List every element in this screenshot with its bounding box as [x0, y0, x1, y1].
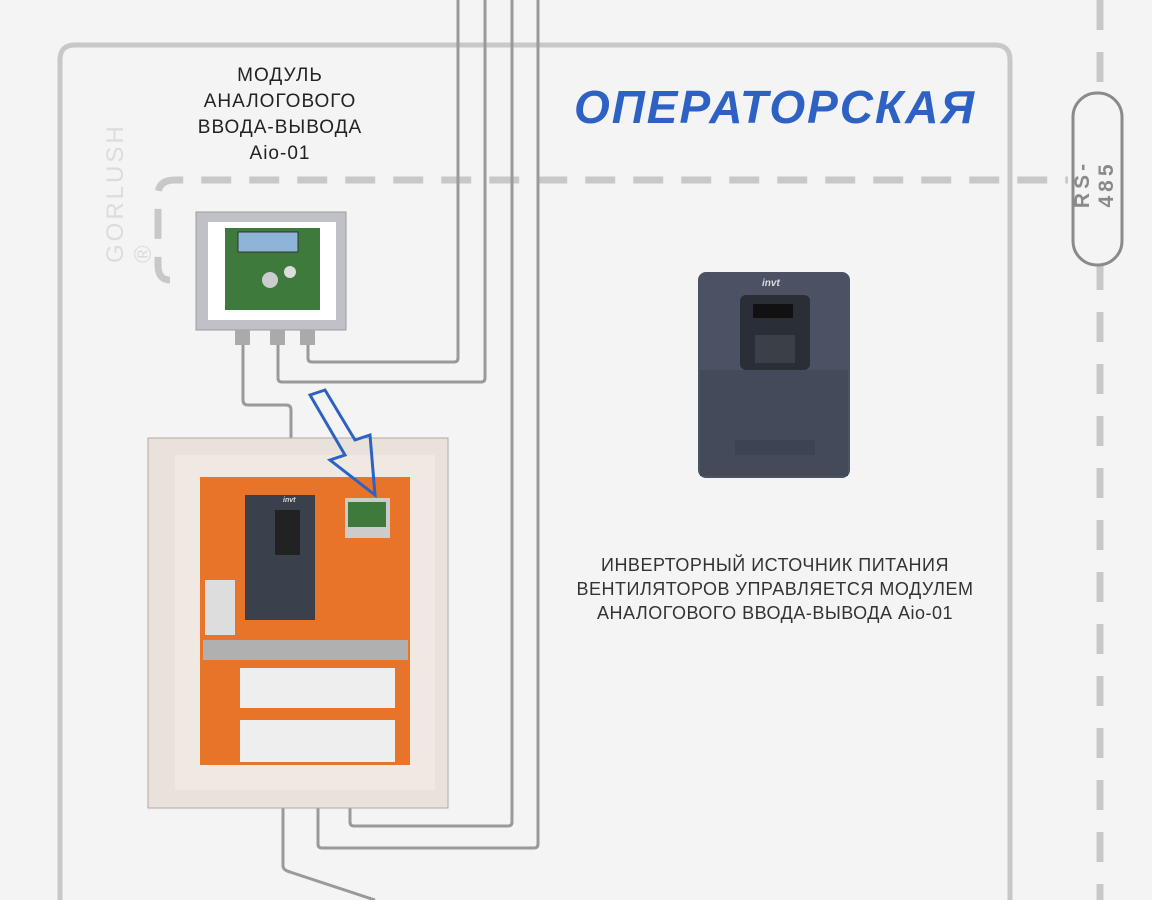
description-line: АНАЛОГОВОГО ВВОДА-ВЫВОДА Aio-01: [597, 603, 953, 623]
control-cabinet-photo: [147, 437, 449, 809]
aio01-module-photo: [195, 211, 347, 345]
inverter-photo: [698, 272, 850, 478]
description-line: ИНВЕРТОРНЫЙ ИСТОЧНИК ПИТАНИЯ: [601, 555, 949, 575]
module-label-line: АНАЛОГОВОГО: [203, 91, 357, 112]
module-label-line: ВВОДА-ВЫВОДА: [197, 117, 363, 138]
rs485-badge: [1071, 91, 1124, 267]
arrow-icon: [307, 388, 377, 499]
module-label: МОДУЛЬ АНАЛОГОВОГО ВВОДА-ВЫВОДА Aio-01: [150, 63, 410, 167]
rs485-link: [154, 176, 1068, 284]
room-title: ОПЕРАТОРСКАЯ: [573, 81, 977, 133]
cabinet-inverter-logo: invt: [283, 497, 296, 504]
rs485-label: RS-485: [1071, 159, 1118, 209]
module-label-line: Aio-01: [249, 143, 311, 164]
description-line: ВЕНТИЛЯТОРОВ УПРАВЛЯЕТСЯ МОДУЛЕМ: [576, 579, 974, 599]
description: ИНВЕРТОРНЫЙ ИСТОЧНИК ПИТАНИЯ ВЕНТИЛЯТОРО…: [530, 553, 1020, 625]
module-label-line: МОДУЛЬ: [237, 65, 323, 86]
room-frame: [57, 42, 1013, 900]
inverter-logo: invt: [762, 278, 780, 289]
watermark: GORLUSH ®: [102, 123, 157, 263]
